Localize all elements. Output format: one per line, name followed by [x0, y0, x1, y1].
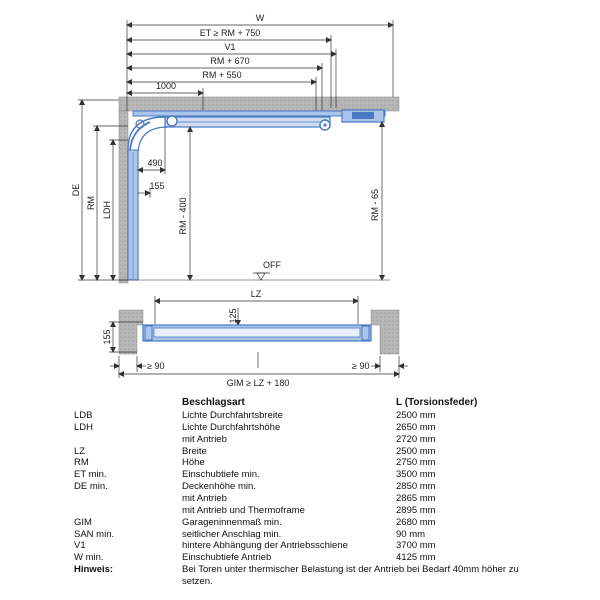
spec-value: 3700 mm: [396, 540, 436, 552]
spec-row: V1 hintere Abhängung der Antriebsschiene 3…: [0, 540, 600, 552]
dim-rm400: RM - 400: [178, 197, 188, 234]
dim-et: ET ≥ RM + 750: [200, 28, 261, 38]
spec-value: 2500 mm: [396, 410, 436, 421]
dim-lz: LZ: [251, 289, 262, 299]
dim-155-side: 155: [149, 181, 164, 191]
spec-row: mit Antrieb 2865 mm: [0, 493, 600, 505]
spec-description: seitlicher Anschlag min.: [182, 528, 282, 540]
dim-v1: V1: [224, 42, 235, 52]
spec-header: Beschlagsart L (Torsionsfeder): [0, 397, 600, 409]
spec-abbr: LDB: [74, 410, 93, 421]
inner-dimensions: [137, 127, 166, 198]
dim-rm65: RM - 65: [370, 189, 380, 221]
spec-note: Hinweis: Bei Toren unter thermischer Bel…: [0, 564, 600, 587]
spec-row: DE min. Deckenhöhe min. 2850 mm: [0, 481, 600, 493]
spec-value: 3500 mm: [396, 469, 436, 481]
spec-value: 4125 mm: [396, 552, 436, 564]
spec-row: mit Antrieb und Thermoframe 2895 mm: [0, 505, 600, 517]
spec-abbr: W min.: [74, 552, 104, 564]
ceiling-slab: [118, 96, 400, 112]
label-off: OFF: [263, 260, 281, 270]
dim-ge90-right: ≥ 90: [352, 361, 369, 371]
dim-de: DE: [71, 184, 81, 197]
spec-value: 2500 mm: [396, 445, 436, 457]
dim-w: W: [256, 13, 265, 23]
spec-description: Breite: [182, 445, 207, 457]
spec-abbr: LZ: [74, 445, 86, 457]
note-label: Hinweis:: [74, 564, 114, 576]
spec-row: mit Antrieb 2720 mm: [0, 434, 600, 446]
header-beschlagsart: Beschlagsart: [182, 397, 245, 408]
plan-depth-dimension: [109, 321, 143, 353]
dim-490: 490: [147, 158, 162, 168]
spec-description: mit Antrieb: [182, 433, 227, 445]
drive-rail: [132, 110, 386, 117]
spec-value: 2650 mm: [396, 421, 436, 433]
spec-row: ET min. Einschubtiefe min. 3500 mm: [0, 469, 600, 481]
spec-row: GIM Garageninnenmaß min. 2680 mm: [0, 517, 600, 529]
dim-rm670: RM + 670: [210, 56, 249, 66]
spec-description: Höhe: [182, 457, 205, 469]
dim-ge90-left: ≥ 90: [147, 361, 164, 371]
spec-description: hintere Abhängung der Antriebsschiene: [182, 540, 348, 552]
dim-125: 125: [228, 308, 238, 323]
off-marker: [256, 272, 266, 281]
spec-abbr: LDH: [74, 421, 94, 433]
torsion-spring-drum: [166, 115, 178, 127]
spec-description: Einschubtiefe min.: [182, 469, 260, 481]
dim-ldh: LDH: [102, 201, 112, 219]
spec-row: RM Höhe 2750 mm: [0, 457, 600, 469]
spec-value: 2850 mm: [396, 481, 436, 493]
spec-row: LDB Lichte Durchfahrtsbreite 2500 mm: [0, 410, 600, 422]
spec-value: 2680 mm: [396, 516, 436, 528]
dim-rm: RM: [86, 196, 96, 210]
spec-abbr: V1: [74, 540, 86, 552]
spec-description: Lichte Durchfahrtshöhe: [182, 421, 281, 433]
lintel-wall: [118, 110, 129, 284]
spec-value: 90 mm: [396, 528, 426, 540]
spec-description: Deckenhöhe min.: [182, 481, 256, 493]
spec-description: mit Antrieb und Thermoframe: [182, 504, 305, 516]
spec-abbr: SAN min.: [74, 528, 115, 540]
dim-rm550: RM + 550: [202, 70, 241, 80]
plan-top-dimensions: [154, 296, 359, 326]
spec-value: 2895 mm: [396, 504, 436, 516]
dim-155-plan: 155: [102, 329, 112, 344]
spec-description: mit Antrieb: [182, 492, 227, 504]
spec-abbr: DE min.: [74, 481, 108, 493]
spec-abbr: RM: [74, 457, 89, 469]
header-torsionsfeder: L (Torsionsfeder): [396, 397, 478, 408]
spec-row: LDH Lichte Durchfahrtshöhe 2650 mm: [0, 422, 600, 434]
spec-row: SAN min. seitlicher Anschlag min. 90 mm: [0, 529, 600, 541]
top-dimensions: [126, 20, 394, 118]
spec-value: 2720 mm: [396, 433, 436, 445]
spec-description: Lichte Durchfahrtsbreite: [182, 410, 283, 421]
plan-wall-right: [370, 309, 400, 355]
left-dimensions: [78, 99, 128, 281]
spec-description: Einschubtiefe Antrieb: [182, 552, 272, 564]
plan-bottom-dimensions: [110, 352, 408, 378]
dim-1000: 1000: [156, 81, 176, 91]
dim-gim: GIM ≥ LZ + 180: [227, 378, 290, 388]
spec-value: 2750 mm: [396, 457, 436, 469]
spec-abbr: ET min.: [74, 469, 107, 481]
spec-row: W min. Einschubtiefe Antrieb 4125 mm: [0, 552, 600, 564]
note-text: Bei Toren unter thermischer Belastung is…: [182, 564, 519, 587]
spec-row: LZ Breite 2500 mm: [0, 446, 600, 458]
plan-wall-left: [118, 309, 144, 355]
spec-description: Garageninnenmaß min.: [182, 516, 282, 528]
spec-value: 2865 mm: [396, 492, 436, 504]
spec-abbr: GIM: [74, 516, 92, 528]
technical-drawing: W ET ≥ RM + 750 V1 RM + 670 RM + 550 100…: [71, 13, 408, 388]
